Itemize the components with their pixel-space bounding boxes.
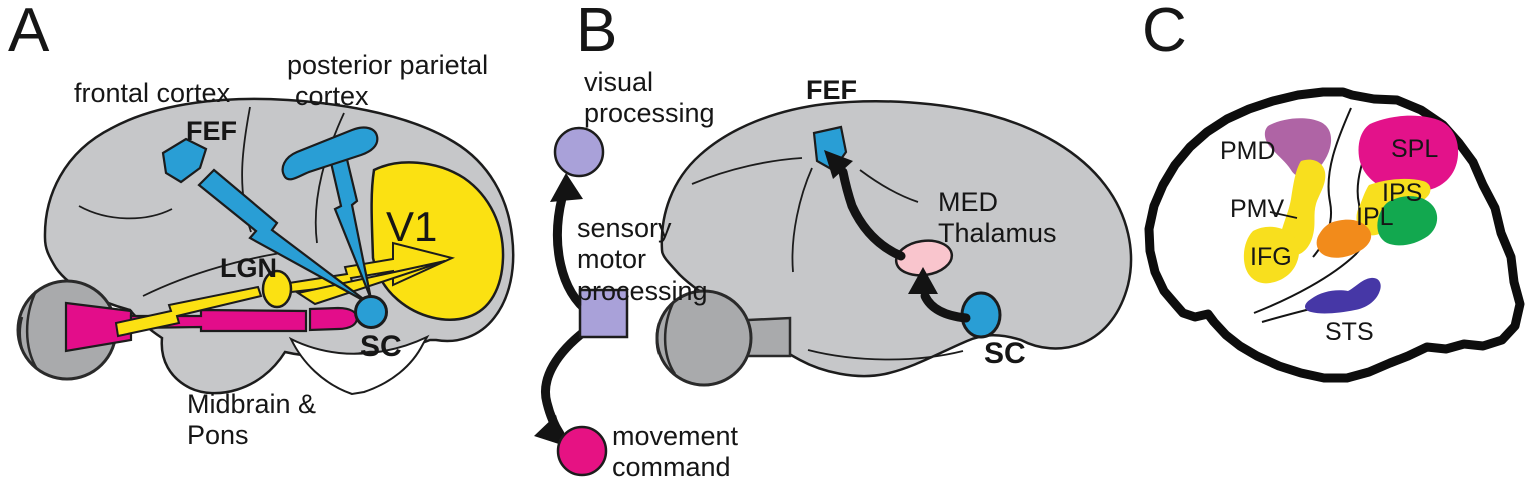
flow-diagram: [534, 126, 629, 477]
label-ifg: IFG: [1250, 243, 1292, 271]
panel-letter-a: A: [8, 0, 50, 65]
brainstem-wedge: [288, 334, 430, 396]
tectocortical-pathways: [161, 126, 379, 305]
panel-c-drawing: [1144, 87, 1525, 383]
lgn-nucleus: [261, 269, 293, 309]
panel-letter-c: C: [1142, 0, 1187, 65]
retinotectal-terminal: [308, 306, 359, 332]
sensory-motor-node: [578, 288, 629, 339]
med-to-fef-arrowhead: [824, 150, 853, 179]
movement-command-node: [556, 425, 608, 477]
label-pmd: PMD: [1220, 137, 1276, 165]
ipl-orange-region: [1316, 219, 1372, 258]
label-v1: V1: [386, 203, 438, 250]
green-region: [1377, 196, 1438, 246]
retina-patch: [64, 301, 133, 353]
panel-b-drawing: [534, 100, 1133, 477]
sts-region: [1305, 277, 1381, 314]
eye-to-lgn-arrow: [114, 285, 263, 338]
sc-to-med-shaft: [920, 291, 971, 323]
pmv-pointer-line: [1269, 211, 1298, 219]
sulci-b: [691, 157, 964, 361]
visual-processing-node: [553, 126, 605, 178]
optic-nerve-b: [746, 316, 792, 358]
label-ppc-line2: cortex: [295, 81, 369, 111]
sc-to-med-arrowhead: [908, 267, 938, 294]
spl-region: [1358, 115, 1459, 193]
fef-patch-a: [161, 137, 208, 184]
panel-letter-b: B: [576, 0, 618, 65]
sc-thalamus-fef-arrows: [824, 150, 971, 323]
med-to-fef-shaft: [838, 167, 906, 261]
ifg-region: [1243, 226, 1299, 284]
pmv-region: [1280, 159, 1326, 256]
flow-down-arrowhead: [534, 415, 565, 446]
optic-radiation-spike: [295, 260, 446, 306]
panel-a-drawing: [16, 97, 515, 396]
flow-up-arrowhead: [550, 173, 583, 202]
label-lgn: LGN: [220, 253, 277, 283]
flow-down-shaft: [541, 326, 590, 439]
ppc-patch: [281, 126, 379, 181]
label-sts: STS: [1325, 318, 1374, 346]
label-fef-b: FEF: [806, 75, 857, 105]
label-midbrain-pons: Midbrain & Pons: [187, 389, 317, 451]
label-sensory-motor-processing: sensory motor processing: [577, 213, 708, 306]
label-med-thalamus: MED Thalamus: [938, 187, 1057, 249]
sc-to-fef-shaft: [197, 168, 371, 305]
label-ips: IPS: [1382, 179, 1423, 207]
eye-a-cornea-arcs: [18, 290, 39, 370]
label-ppc-line1: posterior parietal: [287, 50, 489, 80]
label-movement-command: movement command: [612, 421, 739, 481]
sc-nucleus-a: [354, 295, 388, 329]
label-sc-a: SC: [360, 330, 402, 363]
label-frontal-cortex: frontal cortex: [74, 78, 231, 108]
label-visual-processing: visual processing: [584, 67, 715, 129]
label-fef-a: FEF: [186, 116, 237, 146]
label-ipl: IPL: [1356, 203, 1394, 231]
label-pmv: PMV: [1230, 195, 1285, 223]
eye-b-cornea-arcs: [655, 300, 677, 375]
label-sc-b: SC: [984, 337, 1026, 370]
label-spl: SPL: [1391, 135, 1439, 163]
